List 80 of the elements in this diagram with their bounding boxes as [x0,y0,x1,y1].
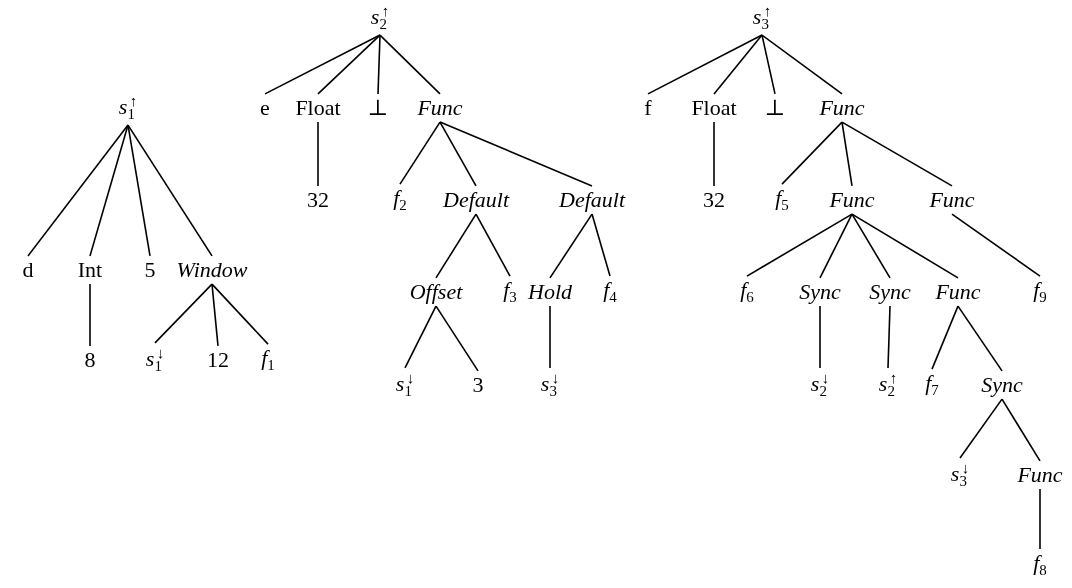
tree-term: f [644,95,652,121]
tree-edge [957,305,1003,372]
tree-edge [317,121,319,187]
tree-edge [959,398,1003,459]
tree-edge [841,121,853,187]
tree-term: 32 [307,187,329,213]
tree-edge [379,34,441,95]
tree-term: Sync [869,279,911,305]
tree-term: Float [691,95,737,121]
tree-edge [439,121,477,187]
tree-edge [761,34,843,95]
tree-term: Func [929,187,975,213]
tree-edge [127,124,151,257]
tree-term: Default [559,187,625,213]
tree-edge [89,283,91,347]
tree-term: Window [176,257,248,283]
tree-term: f$_{5}$ [775,186,789,214]
tree-edge [951,213,1041,277]
tree-edge [647,34,763,95]
tree-edge [435,213,477,279]
tree-edge [377,34,381,95]
tree-edge [89,124,129,257]
tree-term: Func [819,95,865,121]
tree-edge [713,121,715,187]
tree-edge [819,213,853,279]
tree-term: Float [295,95,341,121]
tree-term: Int [77,257,103,283]
tree-term: f$_{8}$ [1033,551,1047,579]
tree-term: Func [935,279,981,305]
tree-edge [317,34,381,95]
tree-edge [549,213,593,279]
tree-edge [841,121,953,187]
tree-term: f$_{3}$ [503,278,517,306]
tree-term: Func [1017,462,1063,488]
tree-edge [211,283,219,347]
tree-term: 12 [207,347,229,373]
tree-term: f$_{9}$ [1033,278,1047,306]
tree-term: e [260,95,270,121]
tree-term: Sync [981,372,1023,398]
tree-term: 32 [703,187,725,213]
tree-term: Func [417,95,463,121]
tree-term: f$_{1}$ [261,346,275,374]
tree-edge [154,283,213,344]
tree-edge [851,213,891,279]
tree-term: Offset [409,279,463,305]
tree-term: d [22,257,34,283]
tree-term: Default [443,187,509,213]
tree-edge [435,305,479,372]
tree-term: f$_{2}$ [393,186,407,214]
tree-term: f$_{6}$ [740,278,754,306]
tree-term: f$_{4}$ [603,278,617,306]
tree-edge [399,121,441,185]
tree-edge [746,213,853,277]
tree-term: Hold [528,279,572,305]
tree-term: 8 [84,347,96,373]
tree-edge [851,213,959,279]
tree-term: f$_{7}$ [925,371,939,399]
tree-term: Func [829,187,875,213]
tree-term: 5 [144,257,156,283]
tree-edge [439,121,593,187]
tree-edge [1001,398,1041,462]
tree-term: 3 [472,372,484,398]
tree-edge [781,121,843,185]
tree-edge [211,283,269,345]
tree-edge [27,124,129,257]
tree-edge [475,213,511,277]
tree-edge [404,305,437,369]
tree-term: ⊥ [367,95,389,121]
tree-edge [761,34,776,95]
tree-edge [1039,488,1041,550]
tree-edge [887,305,891,369]
tree-term: ⊥ [764,95,786,121]
tree-term: Sync [799,279,841,305]
tree-edge [819,305,821,369]
tree-edge [591,213,611,277]
tree-edge [931,305,959,370]
tree-edge [127,124,213,257]
tree-edge [549,305,551,369]
tree-edge [713,34,763,95]
tree-edge [264,34,381,95]
